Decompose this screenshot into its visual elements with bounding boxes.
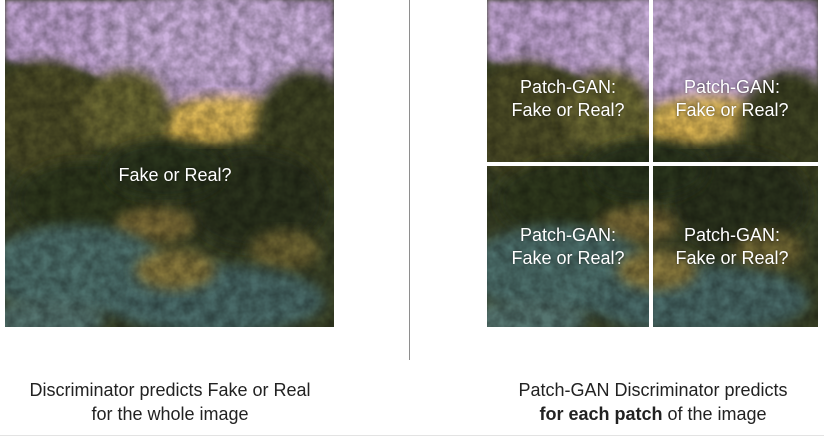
- caption-line: for the whole image: [91, 404, 249, 424]
- patch-image-panel: Patch-GAN: Fake or Real? Patch-GAN: Fake…: [487, 0, 818, 327]
- whole-image-caption: Discriminator predicts Fake or Real for …: [0, 378, 340, 426]
- patch-label-bottom-left: Patch-GAN: Fake or Real?: [493, 224, 643, 270]
- panel-divider: [409, 0, 410, 360]
- patch-question: Fake or Real?: [511, 100, 625, 120]
- patch-grid-horizontal-line: [487, 162, 818, 166]
- patch-label-top-left: Patch-GAN: Fake or Real?: [493, 76, 643, 122]
- patch-title: Patch-GAN:: [519, 77, 617, 97]
- patch-question: Fake or Real?: [511, 248, 625, 268]
- whole-image-question: Fake or Real?: [118, 165, 232, 185]
- patch-caption: Patch-GAN Discriminator predicts for eac…: [488, 378, 818, 426]
- caption-line: Discriminator predicts Fake or Real: [29, 380, 311, 400]
- caption-line: Patch-GAN Discriminator predicts: [518, 380, 788, 400]
- patch-label-top-right: Patch-GAN: Fake or Real?: [657, 76, 807, 122]
- landscape-painting: [5, 0, 334, 327]
- whole-image-panel: Fake or Real?: [5, 0, 334, 327]
- patch-label-bottom-right: Patch-GAN: Fake or Real?: [657, 224, 807, 270]
- patch-title: Patch-GAN:: [683, 77, 781, 97]
- patch-question: Fake or Real?: [675, 248, 789, 268]
- patch-title: Patch-GAN:: [519, 225, 617, 245]
- patch-title: Patch-GAN:: [683, 225, 781, 245]
- caption-line: for each patch of the image: [488, 402, 818, 426]
- caption-emphasis: for each patch: [539, 404, 663, 424]
- patch-question: Fake or Real?: [675, 100, 789, 120]
- bottom-rule: [0, 435, 824, 436]
- caption-rest: of the image: [662, 404, 767, 424]
